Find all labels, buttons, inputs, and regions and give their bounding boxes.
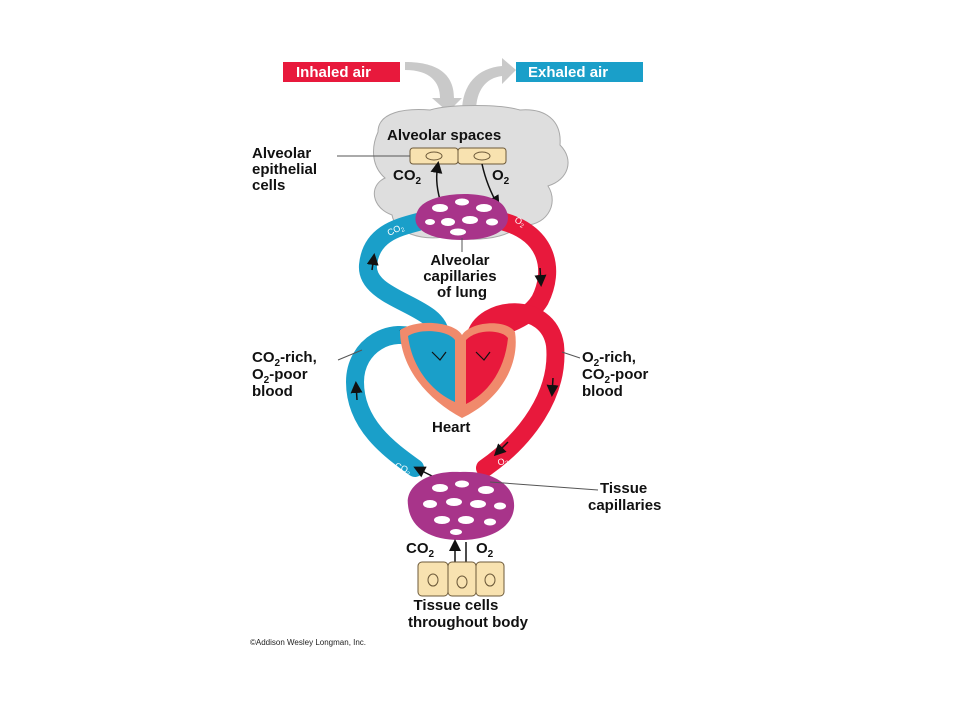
- epithelial-label: Alveolar epithelial cells: [252, 145, 321, 194]
- epithelial-cell-right: [457, 147, 507, 165]
- inhaled-air-label: Inhaled air: [296, 64, 371, 81]
- aorta-vessel: [466, 303, 565, 477]
- alveolar-capillaries-line2: capillaries: [423, 268, 496, 285]
- tissue-cells-line2: throughout body: [408, 614, 529, 631]
- tissue-cells-line1: Tissue cells: [414, 597, 499, 614]
- tissue-o2-label: O2: [476, 540, 494, 560]
- copyright-text: ©Addison Wesley Longman, Inc.: [250, 638, 366, 647]
- co2-rich-leader: [337, 349, 363, 361]
- epithelial-cell-left: [409, 147, 459, 165]
- flow-arrow-red-down: [534, 267, 547, 287]
- tissue-capillaries-line2: capillaries: [588, 497, 661, 514]
- vessel-o2-top-tag: O2: [512, 215, 527, 231]
- alveolar-capillaries-line1: Alveolar: [430, 252, 489, 269]
- alveolar-capillaries-line3: of lung: [437, 284, 487, 301]
- flow-arrow-blue-bottom: [413, 466, 433, 478]
- co2-rich-line1: CO2-rich,: [252, 349, 317, 369]
- tissue-cell-left: [417, 561, 449, 597]
- vessel-o2-bottom-tag: O2: [496, 454, 511, 469]
- lung-o2-label: O2: [492, 167, 510, 187]
- pulmonary-artery-vessel: [359, 213, 449, 344]
- lung-co2-arrow: [430, 161, 443, 201]
- co2-rich-line3: blood: [252, 383, 293, 400]
- o2-rich-blood-label: O2-rich, CO2-poor blood: [582, 349, 653, 400]
- vessel-co2-bottom-tag: CO2: [393, 461, 414, 479]
- inhaled-air-tag: [283, 62, 400, 82]
- o2-rich-leader: [561, 351, 581, 359]
- flow-arrow-blue-left-up: [350, 381, 363, 401]
- epithelial-cell-right-nucleus: [473, 151, 491, 161]
- tissue-capillary-holes: [423, 480, 506, 535]
- alveolar-capillaries-label: Alveolar capillaries of lung: [423, 252, 501, 301]
- flow-arrow-red-bottom: [493, 441, 509, 457]
- tissue-cell-middle: [447, 561, 477, 597]
- flow-arrow-red-right-down: [546, 377, 559, 397]
- alveolar-spaces-label: Alveolar spaces: [387, 127, 501, 144]
- o2-rich-line2: CO2-poor: [582, 366, 649, 386]
- lung-co2-label: CO2: [393, 167, 422, 187]
- o2-rich-line1: O2-rich,: [582, 349, 636, 369]
- heart-valve-left: [431, 351, 447, 361]
- epithelial-label-line2: epithelial: [252, 161, 317, 178]
- tissue-capillaries-label: Tissue capillaries: [588, 480, 661, 514]
- tissue-cell-right-nucleus: [484, 573, 496, 587]
- tissue-co2-label: CO2: [406, 540, 435, 560]
- exhaled-air-tag: [516, 62, 643, 82]
- epithelial-label-line1: Alveolar: [252, 145, 311, 162]
- co2-rich-blood-label: CO2-rich, O2-poor blood: [252, 349, 321, 400]
- heart-right-side: [408, 331, 455, 402]
- tissue-capillaries-line1: Tissue: [600, 480, 647, 497]
- exhale-arrow: [462, 58, 516, 112]
- tissue-cells-label: Tissue cells throughout body: [408, 597, 529, 631]
- co2-rich-line2: O2-poor: [252, 366, 308, 386]
- tissue-cell-middle-nucleus: [456, 575, 468, 589]
- tissue-capillaries-leader: [489, 481, 599, 491]
- heart-valve-right: [475, 351, 491, 361]
- alveolar-capillary-holes: [425, 198, 498, 236]
- epithelial-cell-left-nucleus: [425, 151, 443, 161]
- epithelial-label-line3: cells: [252, 177, 285, 194]
- heart-label: Heart: [432, 419, 470, 436]
- heart-left-side: [466, 331, 508, 404]
- tissue-cell-left-nucleus: [427, 573, 439, 587]
- inhale-arrow: [405, 62, 462, 112]
- exhaled-air-label: Exhaled air: [528, 64, 608, 81]
- o2-rich-line3: blood: [582, 383, 623, 400]
- tissue-cell-right: [475, 561, 505, 597]
- flow-arrow-blue-up: [366, 253, 379, 271]
